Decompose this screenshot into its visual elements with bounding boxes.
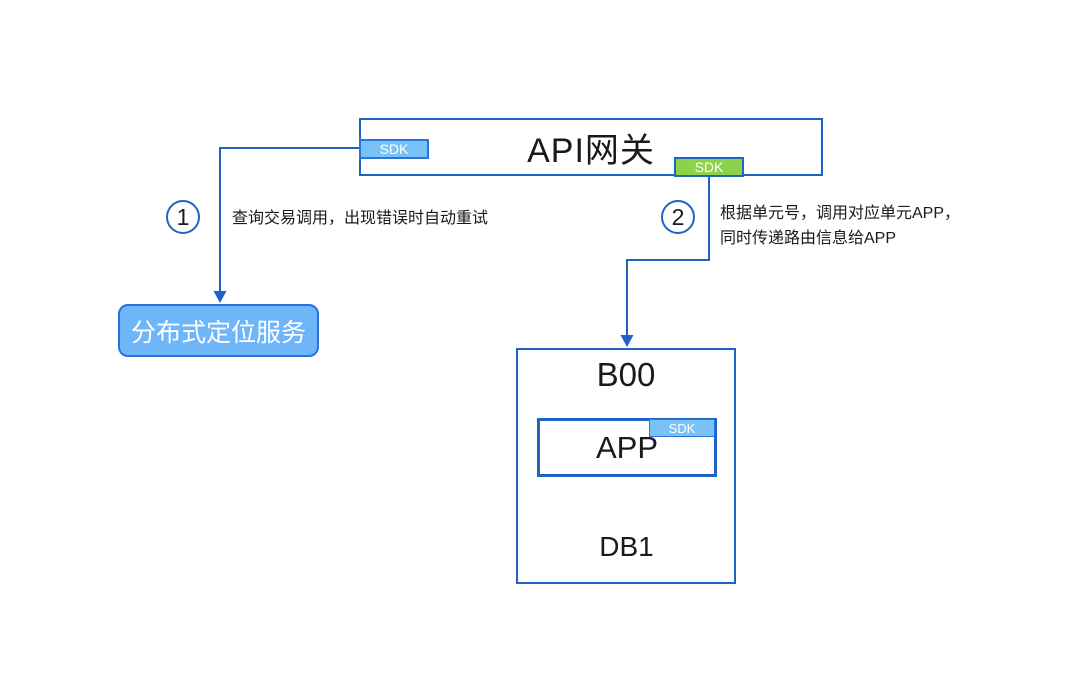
step1-description: 查询交易调用，出现错误时自动重试 xyxy=(232,210,489,227)
connector-gateway-to-b00 xyxy=(626,177,710,336)
api-gateway-title: API网关 xyxy=(527,131,655,170)
step2-number-badge: 2 xyxy=(661,200,695,234)
step1-number: 1 xyxy=(176,203,190,230)
arrowhead-to-service-icon xyxy=(213,291,227,303)
distributed-locating-service-label: 分布式定位服务 xyxy=(130,318,306,347)
db1-label: DB1 xyxy=(599,531,654,562)
api-gateway-box: API网关 xyxy=(359,118,823,176)
unit-b00-title: B00 xyxy=(596,356,656,393)
app-box: APP xyxy=(537,418,717,477)
app-sdk-tag-label: SDK xyxy=(668,420,696,436)
gateway-sdk-tag-bottom: SDK xyxy=(674,157,744,177)
app-label: APP xyxy=(595,429,659,465)
gateway-sdk-tag-left: SDK xyxy=(359,139,429,159)
step1-number-badge: 1 xyxy=(166,200,200,234)
distributed-locating-service-box: 分布式定位服务 xyxy=(118,304,319,357)
gateway-sdk-tag-left-label: SDK xyxy=(379,141,409,157)
step2-description: 根据单元号，调用对应单元APP， 同时传递路由信息给APP xyxy=(720,201,960,251)
step2-description-line1: 根据单元号，调用对应单元APP， xyxy=(720,205,961,222)
arrowhead-to-b00-icon xyxy=(620,335,634,347)
step2-description-line2: 同时传递路由信息给APP xyxy=(720,230,897,247)
step2-number: 2 xyxy=(671,203,685,230)
gateway-sdk-tag-bottom-label: SDK xyxy=(694,159,724,175)
app-sdk-tag: SDK xyxy=(649,419,715,437)
